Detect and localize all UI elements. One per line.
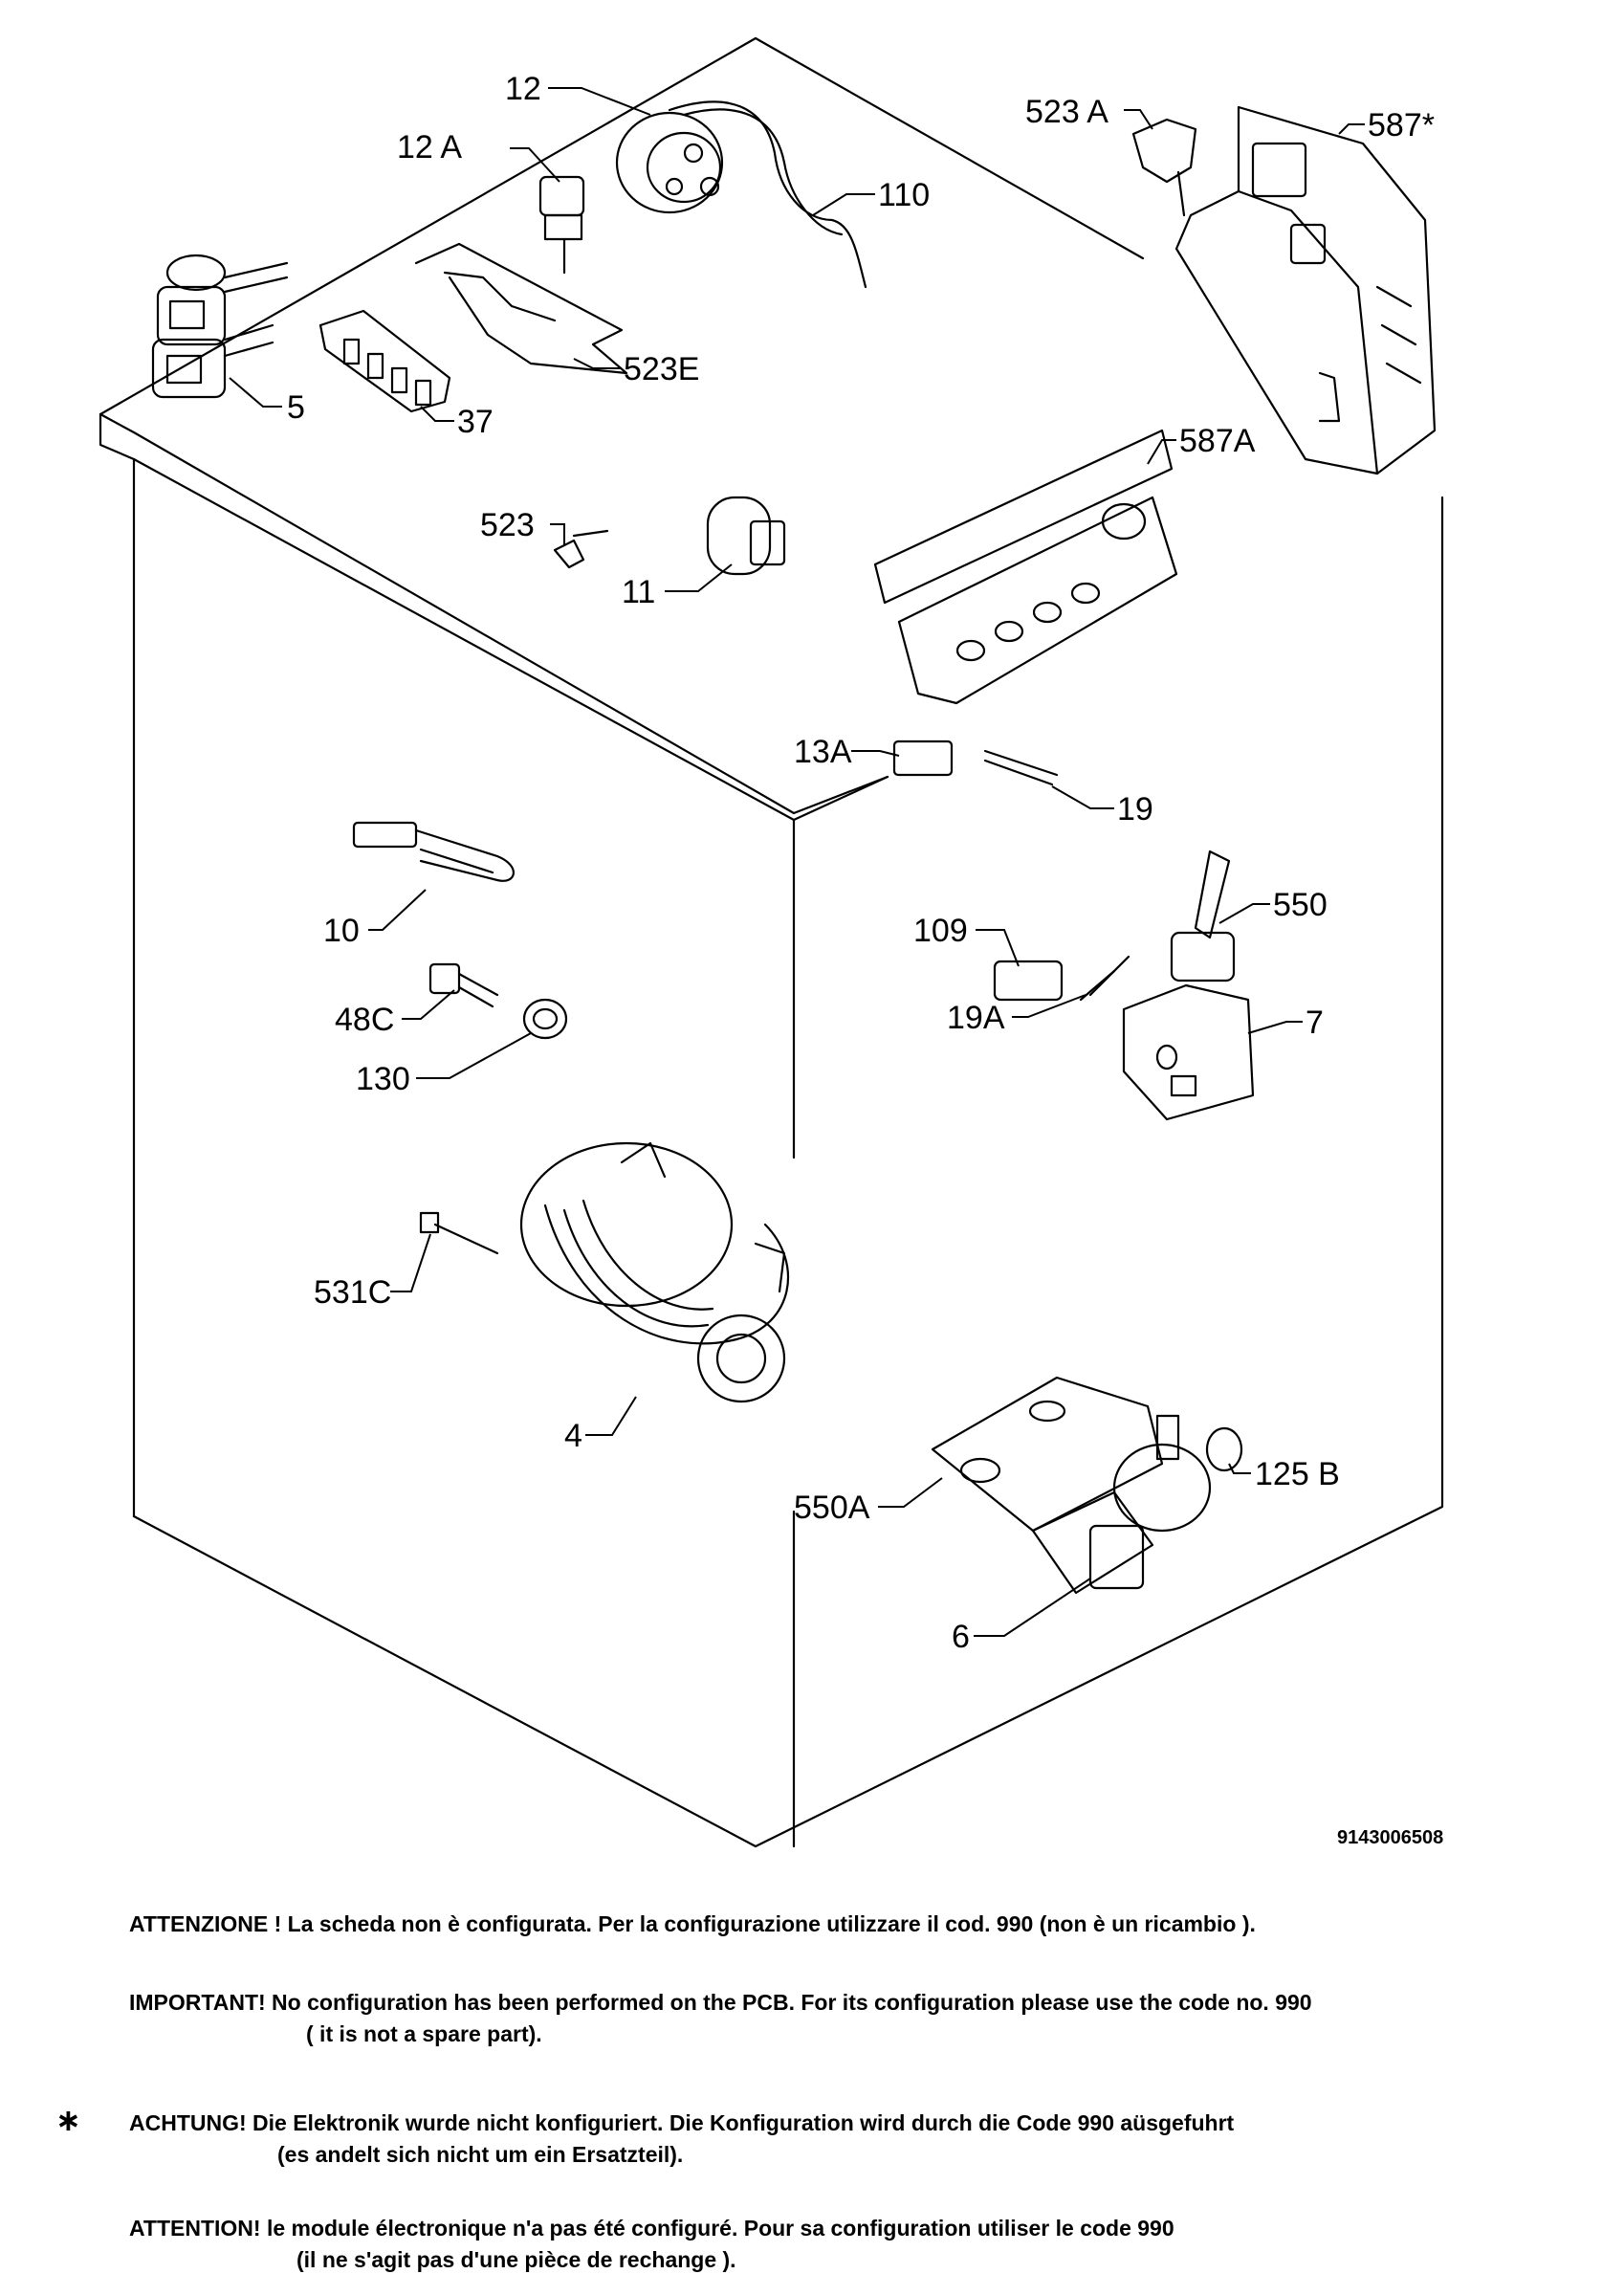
callout-125b: 125 B <box>1255 1456 1340 1492</box>
drawing-number: 9143006508 <box>1337 1827 1443 1848</box>
clip-part <box>553 529 609 569</box>
callout-531c: 531C <box>314 1274 391 1311</box>
note-english-line-2: ( it is not a spare part). <box>306 2021 542 2046</box>
configuration-notes: ATTENZIONE ! La scheda non è configurata… <box>0 1909 1624 2291</box>
display-board-part <box>873 429 1178 705</box>
note-english-line-1: IMPORTANT! No configuration has been per… <box>129 1990 1312 2015</box>
door-lock-part <box>1122 850 1255 1121</box>
callout-587a: 587A <box>1179 423 1256 459</box>
callout-48c: 48C <box>335 1002 394 1038</box>
exploded-parts-diagram: 12 12 A 110 5 523E 37 523 A 587* 587A 52… <box>99 36 1444 1848</box>
callout-4: 4 <box>564 1418 582 1454</box>
callout-109: 109 <box>913 913 968 949</box>
callout-19a: 19A <box>947 1000 1005 1036</box>
callout-7: 7 <box>1306 1004 1324 1041</box>
callout-550: 550 <box>1273 887 1328 923</box>
note-italian: ATTENZIONE ! La scheda non è configurata… <box>129 1909 1256 1940</box>
callout-130: 130 <box>356 1061 410 1097</box>
note-italian-text: ATTENZIONE ! La scheda non è configurata… <box>129 1911 1256 1936</box>
asterisk-marker: ∗ <box>55 2102 81 2138</box>
callout-19: 19 <box>1117 791 1153 828</box>
motor-part <box>419 1141 789 1403</box>
callout-550a: 550A <box>794 1490 870 1526</box>
note-french-line-1: ATTENTION! le module électronique n'a pa… <box>129 2216 1174 2241</box>
callout-12: 12 <box>505 71 541 107</box>
drain-pump-part <box>1031 1414 1243 1595</box>
terminal-block-part <box>318 309 451 413</box>
note-german: ACHTUNG! Die Elektronik wurde nicht konf… <box>129 2108 1234 2171</box>
temperature-sensor-part <box>428 962 499 1008</box>
callout-13a: 13A <box>794 734 852 770</box>
inlet-valve-part <box>151 254 289 399</box>
callout-10: 10 <box>323 913 360 949</box>
capacitor-part <box>706 496 786 576</box>
callout-12a: 12 A <box>397 129 462 166</box>
heating-element-part <box>352 821 515 882</box>
callout-523e: 523E <box>624 351 699 387</box>
cover-part <box>931 1376 1164 1533</box>
mounting-bracket-part <box>414 242 628 375</box>
callout-587-star: 587* <box>1368 107 1435 144</box>
note-german-line-1: ACHTUNG! Die Elektronik wurde nicht konf… <box>129 2110 1235 2135</box>
callout-11: 11 <box>622 574 655 610</box>
control-module-part <box>1131 105 1437 475</box>
note-german-line-2: (es andelt sich nicht um ein Ersatzteil)… <box>277 2142 684 2167</box>
note-french: ATTENTION! le module électronique n'a pa… <box>129 2213 1174 2276</box>
leader-lines <box>229 87 1365 1637</box>
callout-523: 523 <box>480 507 535 543</box>
connector-part <box>892 740 1059 786</box>
callout-523a: 523 A <box>1025 94 1108 130</box>
callout-37: 37 <box>457 404 494 440</box>
note-english: IMPORTANT! No configuration has been per… <box>129 1987 1312 2050</box>
callout-6: 6 <box>952 1619 970 1655</box>
note-french-line-2: (il ne s'agit pas d'une pièce de rechang… <box>296 2247 736 2272</box>
small-pressure-switch-part <box>538 175 585 275</box>
nut-part <box>522 998 568 1040</box>
cabinet-outline <box>99 36 1444 1848</box>
door-lock-accessory-part <box>993 955 1130 1002</box>
callout-110: 110 <box>878 177 930 213</box>
pressure-switch-part <box>615 100 867 289</box>
callout-5: 5 <box>287 389 305 426</box>
